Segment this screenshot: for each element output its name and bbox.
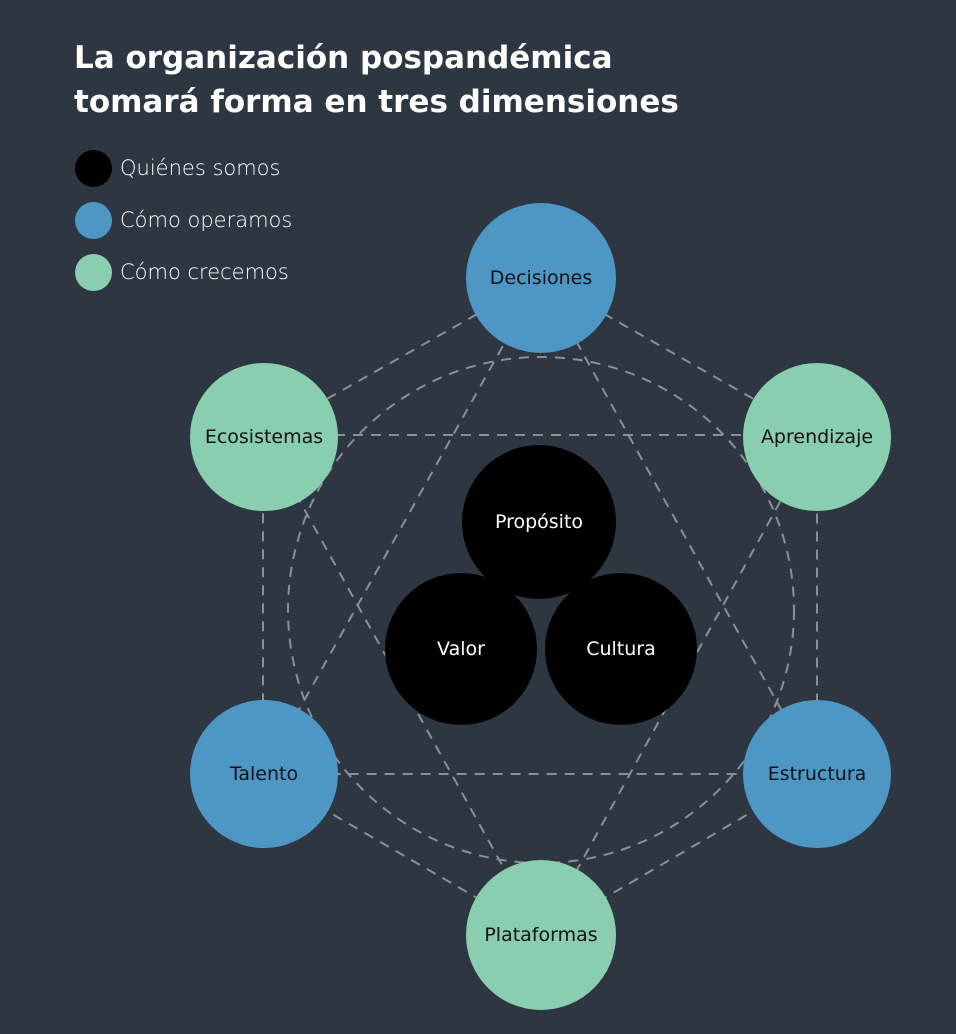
legend-label: Cómo crecemos: [120, 260, 289, 284]
node-proposito-circle: [462, 445, 616, 599]
legend-label: Cómo operamos: [120, 208, 293, 232]
node-proposito-label: Propósito: [495, 511, 583, 533]
center-nodes: Propósito Valor Cultura: [385, 445, 697, 725]
node-cultura-circle: [545, 573, 697, 725]
node-talento: Talento: [190, 700, 338, 848]
legend-item-quienes-somos: Quiénes somos: [75, 142, 292, 194]
node-estructura: Estructura: [743, 700, 891, 848]
node-decisiones-label: Decisiones: [490, 267, 592, 289]
node-talento-label: Talento: [229, 763, 298, 785]
node-decisiones: Decisiones: [466, 203, 616, 353]
legend-label: Quiénes somos: [120, 156, 281, 180]
node-plataformas-circle: [466, 860, 616, 1010]
node-plataformas-label: Plataformas: [484, 924, 597, 946]
node-aprendizaje-circle: [743, 363, 891, 511]
page-title: La organización pospandémica tomará form…: [74, 36, 774, 124]
title-line-2: tomará forma en tres dimensiones: [74, 84, 679, 120]
title-line-1: La organización pospandémica: [74, 40, 613, 76]
node-ecosistemas: Ecosistemas: [190, 363, 338, 511]
connection-lines: [261, 275, 819, 938]
node-ecosistemas-label: Ecosistemas: [205, 426, 323, 448]
node-aprendizaje: Aprendizaje: [743, 363, 891, 511]
triangle-operamos-line: [261, 275, 819, 775]
node-plataformas: Plataformas: [466, 860, 616, 1010]
outer-nodes: Decisiones Aprendizaje Estructura Plataf…: [190, 203, 891, 1010]
node-valor-circle: [385, 573, 537, 725]
node-cultura: Cultura: [545, 573, 697, 725]
node-talento-circle: [190, 700, 338, 848]
node-estructura-label: Estructura: [768, 763, 867, 785]
legend-dot-black-icon: [75, 149, 112, 187]
legend: Quiénes somos Cómo operamos Cómo crecemo…: [75, 142, 292, 298]
legend-item-como-crecemos: Cómo crecemos: [75, 246, 292, 298]
node-valor-label: Valor: [437, 638, 485, 660]
legend-dot-green-icon: [75, 253, 112, 291]
node-proposito: Propósito: [462, 445, 616, 599]
node-cultura-label: Cultura: [586, 638, 656, 660]
node-decisiones-circle: [466, 203, 616, 353]
outer-hexagon-line: [262, 276, 818, 937]
inner-circle-line: [287, 356, 795, 864]
legend-item-como-operamos: Cómo operamos: [75, 194, 292, 246]
node-ecosistemas-circle: [190, 363, 338, 511]
node-valor: Valor: [385, 573, 537, 725]
node-estructura-circle: [743, 700, 891, 848]
legend-dot-blue-icon: [75, 201, 112, 239]
node-aprendizaje-label: Aprendizaje: [761, 426, 873, 448]
